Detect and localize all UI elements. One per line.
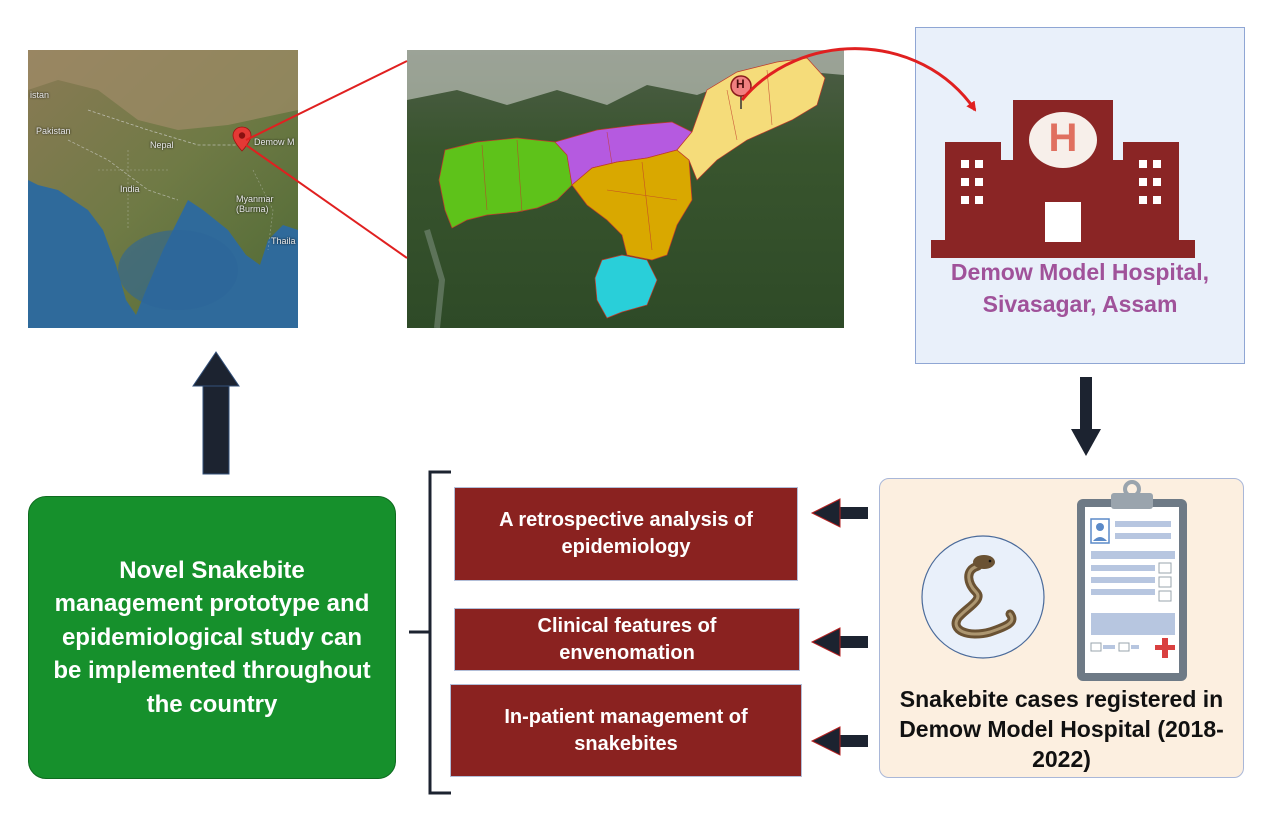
hospital-building-icon (931, 100, 1195, 258)
map-label-thailand: Thaila (271, 236, 296, 246)
snake-icon (921, 535, 1045, 659)
india-map-graphic (28, 50, 298, 328)
outcome-clinical-box: Clinical features of envenomation (454, 608, 800, 671)
hospital-pin-icon (730, 75, 752, 109)
left-arrow-management (810, 726, 868, 756)
hospital-letter-icon: H (1048, 116, 1078, 160)
assam-map-graphic (407, 50, 844, 328)
cases-caption: Snakebite cases registered in Demow Mode… (899, 686, 1224, 772)
down-arrow (1071, 377, 1101, 456)
conclusion-text: Novel Snakebite management prototype and… (53, 556, 371, 718)
hospital-pin-letter: H (736, 77, 745, 91)
cases-panel: Snakebite cases registered in Demow Mode… (879, 478, 1244, 778)
outcome-management-box: In-patient management of snakebites (450, 684, 802, 777)
map-label-india: India (120, 184, 140, 194)
map-label-demow: Demow M (254, 137, 295, 147)
grouping-bracket (428, 470, 451, 795)
zoom-line-top (245, 60, 408, 141)
zoom-line-bottom (245, 144, 408, 259)
map-label-myanmar: Myanmar (Burma) (236, 194, 274, 214)
curved-red-arrow (740, 47, 977, 112)
up-arrow (192, 351, 240, 475)
outcome-clinical-label: Clinical features of envenomation (537, 614, 717, 664)
left-arrow-epidemiology (810, 498, 868, 528)
outcome-epidemiology-label: A retrospective analysis of epidemiology (499, 509, 753, 558)
region-east (676, 57, 826, 181)
conclusion-panel: Novel Snakebite management prototype and… (28, 496, 396, 779)
region-south (594, 254, 658, 319)
hospital-panel: H Demow Model Hospital, Sivasagar, Assam (915, 27, 1245, 364)
region-west (438, 137, 573, 229)
map-label-istan: istan (30, 90, 50, 100)
clipboard-icon (1077, 480, 1187, 681)
hospital-name: Demow Model Hospital, Sivasagar, Assam (950, 259, 1210, 317)
assam-map: H (407, 50, 844, 328)
left-arrow-clinical (810, 627, 868, 657)
map-label-nepal: Nepal (150, 140, 174, 150)
region-central (571, 149, 693, 261)
outcome-epidemiology-box: A retrospective analysis of epidemiology (454, 487, 798, 581)
outcome-management-label: In-patient management of snakebites (504, 705, 748, 755)
map-label-pakistan: Pakistan (36, 126, 71, 136)
india-map: istan Pakistan Nepal India Myanmar (Burm… (28, 50, 298, 328)
